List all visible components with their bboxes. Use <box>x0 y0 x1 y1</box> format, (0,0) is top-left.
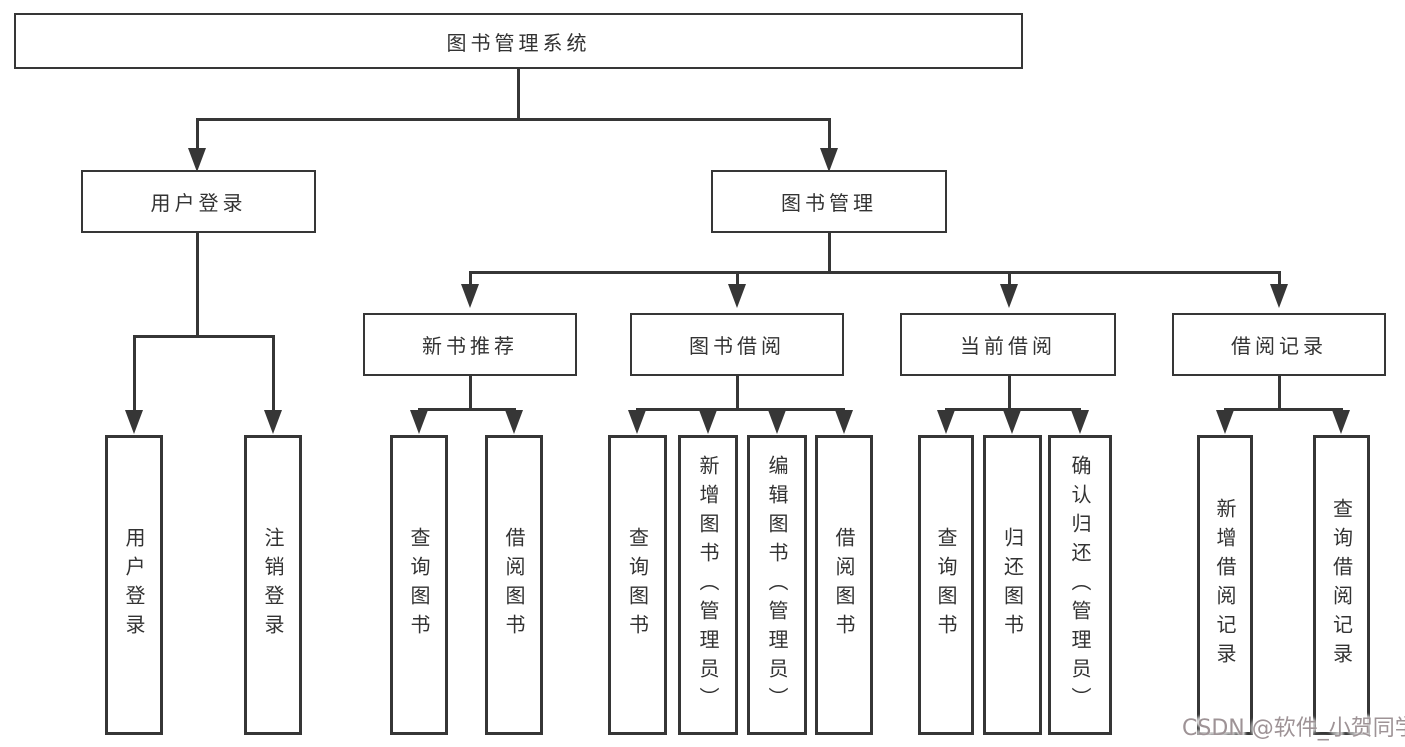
arrowhead-down-icon <box>835 410 853 434</box>
leaf-recommend-query-book: 查询图书 <box>390 435 448 735</box>
arrowhead-down-icon <box>1071 410 1089 434</box>
arrowhead-down-icon <box>410 410 428 434</box>
leaf-borrow-query-book: 查询图书 <box>608 435 667 735</box>
csdn-watermark: CSDN @软件_小贺同学 <box>1182 716 1405 741</box>
leaf-current-query-book: 查询图书 <box>918 435 974 735</box>
connector-line <box>196 118 830 121</box>
connector-line <box>736 376 739 410</box>
connector-line <box>1008 271 1011 287</box>
arrowhead-down-icon <box>264 410 282 434</box>
node-book-management-module: 图书管理 <box>711 170 947 233</box>
connector-line <box>828 233 831 273</box>
arrowhead-down-icon <box>1332 410 1350 434</box>
connector-line <box>517 68 520 120</box>
node-library-management-system: 图书管理系统 <box>14 13 1023 69</box>
connector-line <box>196 233 199 337</box>
arrowhead-down-icon <box>628 410 646 434</box>
arrowhead-down-icon <box>188 148 206 172</box>
node-new-book-recommend: 新书推荐 <box>363 313 577 376</box>
arrowhead-down-icon <box>937 410 955 434</box>
arrowhead-down-icon <box>1216 410 1234 434</box>
arrowhead-down-icon <box>699 410 717 434</box>
leaf-records-add-record: 新增借阅记录 <box>1197 435 1253 735</box>
leaf-records-query-record: 查询借阅记录 <box>1313 435 1370 735</box>
connector-line <box>736 271 739 287</box>
node-current-borrow: 当前借阅 <box>900 313 1116 376</box>
arrowhead-down-icon <box>1000 284 1018 308</box>
connector-line <box>1008 376 1011 410</box>
connector-line <box>469 376 472 410</box>
connector-line <box>636 408 845 411</box>
connector-line <box>418 408 516 411</box>
connector-line <box>945 408 1081 411</box>
connector-line <box>1224 408 1343 411</box>
connector-line <box>133 335 274 338</box>
leaf-user-login: 用户登录 <box>105 435 163 735</box>
arrowhead-down-icon <box>1270 284 1288 308</box>
connector-line <box>133 335 136 411</box>
arrowhead-down-icon <box>1003 410 1021 434</box>
leaf-logout: 注销登录 <box>244 435 302 735</box>
connector-line <box>1278 376 1281 410</box>
leaf-current-return-book: 归还图书 <box>983 435 1042 735</box>
node-book-borrow: 图书借阅 <box>630 313 844 376</box>
leaf-borrow-add-book-admin: 新增图书（管理员） <box>678 435 738 735</box>
arrowhead-down-icon <box>461 284 479 308</box>
arrowhead-down-icon <box>820 148 838 172</box>
connector-line <box>469 271 1280 274</box>
arrowhead-down-icon <box>768 410 786 434</box>
connector-line <box>828 118 831 150</box>
arrowhead-down-icon <box>728 284 746 308</box>
leaf-current-confirm-return-admin: 确认归还（管理员） <box>1048 435 1112 735</box>
connector-line <box>196 118 199 150</box>
connector-line <box>469 271 472 287</box>
node-user-login-module: 用户登录 <box>81 170 316 233</box>
leaf-recommend-borrow-book: 借阅图书 <box>485 435 543 735</box>
arrowhead-down-icon <box>125 410 143 434</box>
leaf-borrow-edit-book-admin: 编辑图书（管理员） <box>747 435 807 735</box>
arrowhead-down-icon <box>505 410 523 434</box>
connector-line <box>272 335 275 411</box>
node-borrow-records: 借阅记录 <box>1172 313 1386 376</box>
leaf-borrow-borrow-book: 借阅图书 <box>815 435 873 735</box>
connector-line <box>1278 271 1281 287</box>
